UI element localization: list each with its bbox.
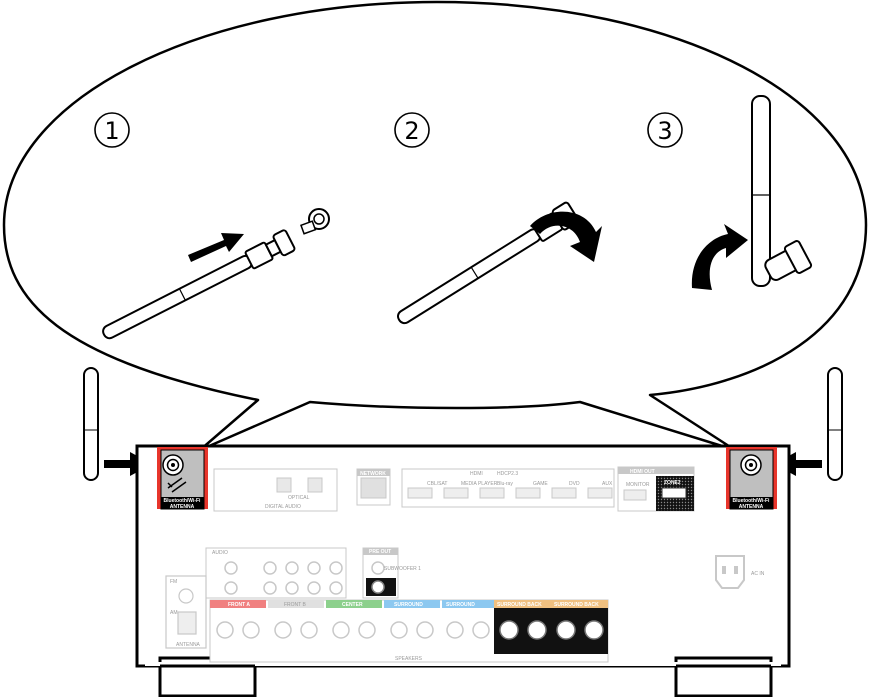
- svg-text:1: 1: [104, 117, 119, 145]
- step-3-antenna: [751, 95, 813, 287]
- speaker-terminals: [209, 599, 609, 663]
- zone2-label: ZONE2: [664, 480, 681, 486]
- audio-label: AUDIO: [212, 550, 228, 556]
- hdmi-bluray: Blu-ray: [497, 481, 513, 487]
- ac-in-label: AC IN: [751, 571, 765, 577]
- hdmi-media-player: MEDIA PLAYER: [461, 481, 498, 487]
- fm-am-antenna: [165, 575, 207, 649]
- hdmi-out-label: HDMI OUT: [630, 469, 655, 475]
- hdmi-cbl-sat: CBL/SAT: [427, 481, 447, 487]
- antenna-label: ANTENNA: [176, 642, 201, 648]
- hdmi-aux: AUX: [602, 481, 613, 487]
- speakers-label: SPEAKERS: [395, 656, 423, 662]
- subwoofer-label: SUBWOOFER 1: [384, 566, 421, 572]
- svg-text:2: 2: [404, 117, 419, 145]
- step-1-antenna: [102, 229, 296, 340]
- step-3-number: 3: [647, 112, 683, 148]
- hdmi-inputs: [401, 468, 615, 508]
- hdmi-out-section: [617, 466, 695, 512]
- right-antenna: [827, 367, 843, 481]
- network-label: NETWORK: [360, 471, 386, 477]
- pre-out-label: PRE OUT: [369, 549, 391, 555]
- front-b-label: FRONT B: [284, 602, 307, 608]
- audio-jacks: [205, 547, 347, 599]
- center-label: CENTER: [342, 602, 363, 608]
- left-terminal-label-1: Bluetooth/Wi-Fi: [164, 498, 202, 504]
- digital-audio-label: DIGITAL AUDIO: [265, 504, 301, 510]
- right-terminal-label-2: ANTENNA: [739, 504, 764, 510]
- surround2-label: SURROUND: [446, 602, 475, 608]
- step-1-number: 1: [94, 112, 130, 148]
- left-terminal-label-2: ANTENNA: [170, 504, 195, 510]
- pre-out-section: [362, 547, 399, 599]
- right-terminal-label-1: Bluetooth/Wi-Fi: [733, 498, 771, 504]
- surround-label: SURROUND: [394, 602, 423, 608]
- hdmi-dvd: DVD: [569, 481, 580, 487]
- left-antenna: [83, 367, 99, 481]
- bend-arrow-icon: [691, 224, 748, 290]
- ac-inlet: [715, 555, 745, 589]
- fm-label: FM: [170, 579, 177, 585]
- hdmi-header: HDMI: [470, 471, 483, 477]
- network-port: [356, 468, 391, 506]
- connector-icon: [300, 208, 330, 235]
- monitor-label: MONITOR: [626, 482, 650, 488]
- push-arrow-icon: [188, 233, 244, 262]
- left-antenna-terminal: Bluetooth/Wi-Fi ANTENNA: [157, 447, 208, 510]
- surround-back-label: SURROUND BACK: [497, 602, 542, 608]
- hdmi-game: GAME: [533, 481, 548, 487]
- am-label: AM: [170, 610, 178, 616]
- surround-back2-label: SURROUND BACK: [554, 602, 599, 608]
- optical-label: OPTICAL: [288, 495, 310, 501]
- callout-bubble: [2, 0, 868, 452]
- right-antenna-terminal: Bluetooth/Wi-Fi ANTENNA: [726, 447, 777, 510]
- rotate-arrow-icon: [530, 211, 602, 262]
- front-a-label: FRONT A: [228, 602, 250, 608]
- svg-text:3: 3: [657, 117, 672, 145]
- hdcp-label: HDCP2.3: [497, 471, 518, 477]
- digital-audio-section: [213, 468, 338, 512]
- step-2-number: 2: [394, 112, 430, 148]
